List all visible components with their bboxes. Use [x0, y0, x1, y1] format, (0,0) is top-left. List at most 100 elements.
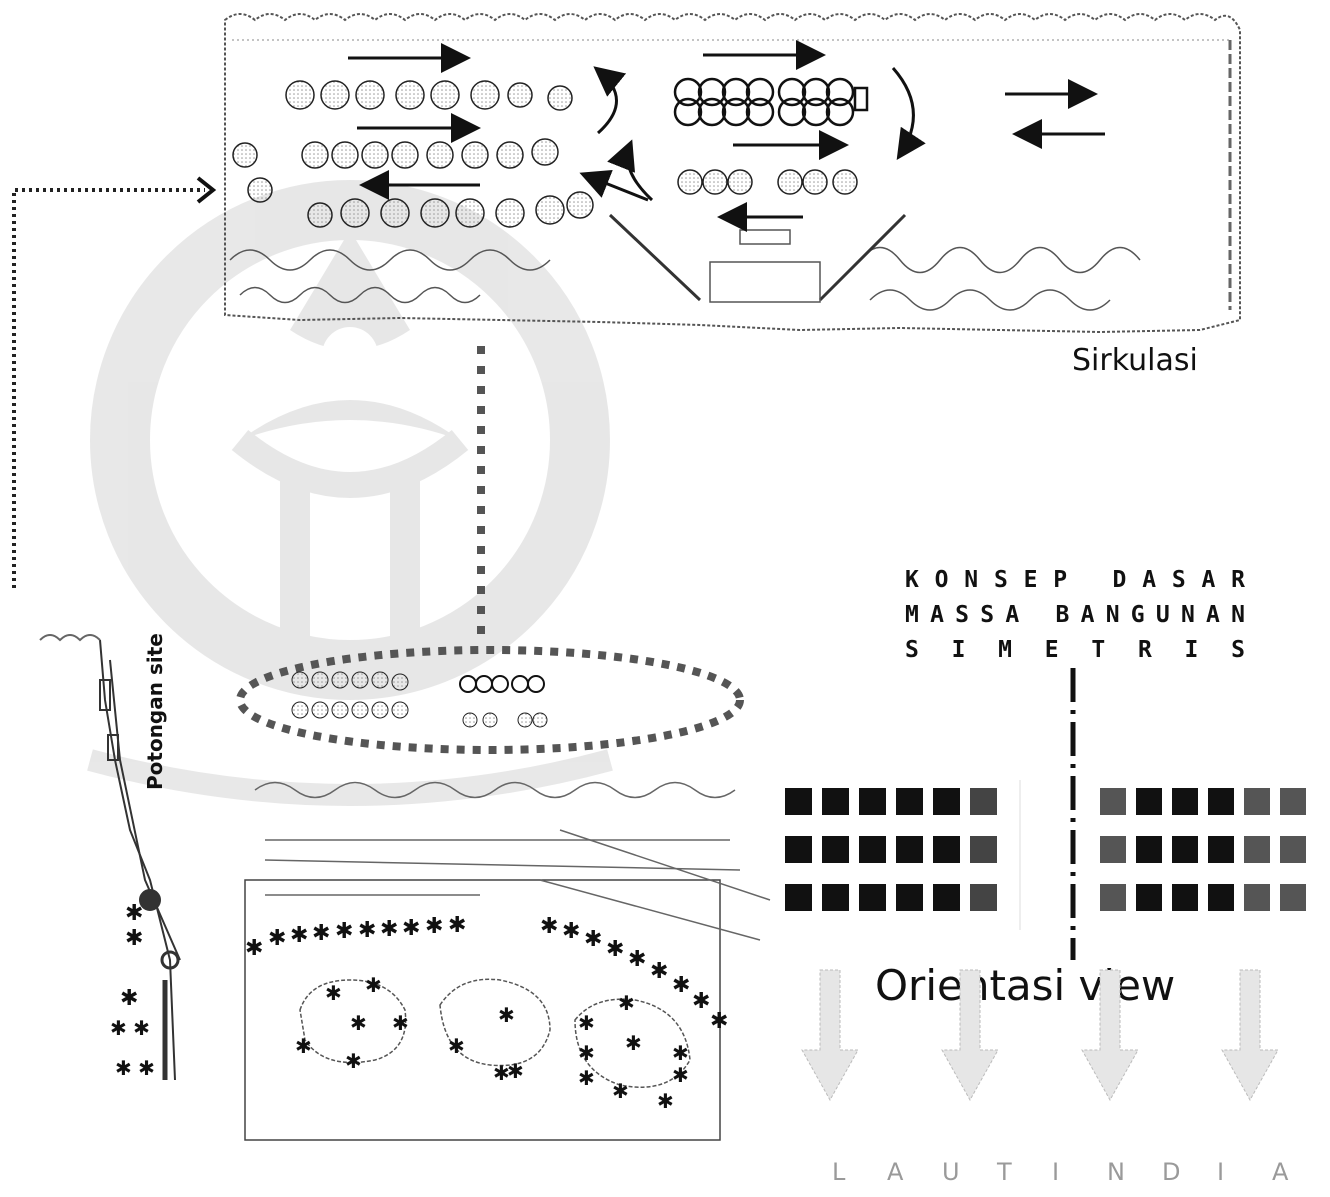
- mass-block: [1244, 788, 1270, 815]
- landscape-scribble: [229, 213, 1141, 311]
- mass-block: [1208, 884, 1234, 911]
- svg-text:✱: ✱: [335, 919, 353, 944]
- pool-cluster-a: [673, 77, 775, 127]
- svg-text:✱: ✱: [402, 916, 420, 941]
- mass-block: [859, 788, 886, 815]
- mass-block: [896, 884, 923, 911]
- sea-letter: I: [1217, 1158, 1226, 1186]
- mass-block: [933, 836, 960, 863]
- sea-letter: A: [1272, 1158, 1290, 1186]
- mass-block: [785, 836, 812, 863]
- svg-text:✱: ✱: [625, 1031, 642, 1055]
- mass-block: [1100, 884, 1126, 911]
- svg-text:✱: ✱: [358, 918, 376, 943]
- svg-text:✱: ✱: [498, 1003, 515, 1027]
- view-arrow: [1221, 969, 1279, 1102]
- mass-block: [1100, 836, 1126, 863]
- svg-text:✱: ✱: [245, 936, 263, 961]
- svg-text:✱: ✱: [350, 1011, 367, 1035]
- mass-block: [970, 788, 997, 815]
- svg-text:✱: ✱: [268, 926, 286, 951]
- square-dotted-line: [477, 346, 485, 634]
- svg-text:✱: ✱: [392, 1011, 409, 1035]
- mass-block: [1208, 788, 1234, 815]
- svg-text:✱: ✱: [380, 917, 398, 942]
- svg-text:✱: ✱: [312, 921, 330, 946]
- tree-row-3: [247, 177, 594, 228]
- mass-block: [822, 836, 849, 863]
- svg-text:✱: ✱: [584, 927, 602, 952]
- svg-text:✱: ✱: [578, 1066, 595, 1090]
- site-section-label: Potongan site: [143, 633, 167, 790]
- sea-letter: D: [1162, 1158, 1182, 1186]
- svg-text:✱: ✱: [612, 1079, 629, 1103]
- circulation-arrows: [348, 40, 1105, 232]
- mass-block: [1172, 836, 1198, 863]
- tree-row-2: [232, 138, 559, 169]
- svg-text:✱: ✱: [295, 1034, 312, 1058]
- sea-letter: U: [942, 1158, 962, 1186]
- mass-block: [785, 884, 812, 911]
- symmetric-mass-blocks: [785, 788, 1306, 911]
- mass-block: [1280, 836, 1306, 863]
- svg-text:✱: ✱: [345, 1049, 362, 1073]
- mass-block: [1172, 788, 1198, 815]
- svg-text:✱: ✱: [507, 1059, 524, 1083]
- svg-text:✱: ✱: [618, 991, 635, 1015]
- svg-text:✱: ✱: [578, 1011, 595, 1035]
- svg-text:✱: ✱: [290, 923, 308, 948]
- mass-block: [822, 884, 849, 911]
- concept-line-1: KONSEP DASAR: [905, 567, 1245, 593]
- svg-text:✱: ✱: [606, 937, 624, 962]
- mass-block: [1280, 884, 1306, 911]
- mass-block: [896, 836, 923, 863]
- tree-row-1: [285, 80, 573, 111]
- view-orientation-label: Orientasi view: [875, 961, 1175, 1010]
- mass-block: [1280, 788, 1306, 815]
- mass-block: [970, 836, 997, 863]
- pool-cluster-c: [677, 169, 858, 195]
- mass-block: [785, 788, 812, 815]
- svg-text:✱: ✱: [657, 1089, 674, 1113]
- svg-text:✱: ✱: [692, 989, 710, 1014]
- svg-text:✱: ✱: [125, 901, 143, 926]
- svg-text:✱: ✱: [650, 959, 668, 984]
- connector-arrowhead: [196, 176, 217, 204]
- mass-block: [896, 788, 923, 815]
- svg-text:✱: ✱: [672, 1041, 689, 1065]
- svg-text:✱: ✱: [710, 1009, 728, 1034]
- sea-letter: L: [832, 1158, 847, 1186]
- sea-letter: I: [1052, 1158, 1061, 1186]
- site-boundary: [224, 13, 1241, 334]
- mass-block: [1244, 836, 1270, 863]
- svg-text:✱: ✱: [540, 914, 558, 939]
- svg-text:✱: ✱: [325, 981, 342, 1005]
- mass-block: [1136, 836, 1162, 863]
- svg-text:✱: ✱: [578, 1041, 595, 1065]
- mass-block: [1100, 788, 1126, 815]
- mass-block: [859, 836, 886, 863]
- view-arrows: [801, 969, 1279, 1102]
- svg-text:✱: ✱: [628, 947, 646, 972]
- svg-text:✱: ✱: [425, 914, 443, 939]
- dotted-connector: [12, 188, 205, 588]
- circulation-plan: Sirkulasi: [224, 13, 1241, 378]
- site-plan: ✱✱✱✱ ✱✱✱✱ ✱✱ ✱✱✱✱ ✱✱✱✱ ✱ ✱✱✱✱ ✱✱ ✱✱✱✱ ✱✱…: [236, 646, 771, 1141]
- svg-text:✱: ✱: [448, 1034, 465, 1058]
- svg-text:✱: ✱: [672, 973, 690, 998]
- view-arrow: [1081, 969, 1139, 1102]
- sea-letter: A: [887, 1158, 905, 1186]
- sea-letter: T: [996, 1158, 1014, 1186]
- mass-block: [822, 788, 849, 815]
- view-arrow: [801, 969, 859, 1102]
- sea-letter: N: [1107, 1158, 1127, 1186]
- mass-block: [933, 884, 960, 911]
- svg-text:✱: ✱: [672, 1063, 689, 1087]
- concept-line-2: MASSA BANGUNAN: [905, 602, 1245, 628]
- concept-heading: KONSEP DASAR MASSA BANGUNAN SIMETRIS: [905, 567, 1245, 663]
- mass-block: [1244, 884, 1270, 911]
- circulation-loop: [236, 646, 744, 754]
- concept-line-3: SIMETRIS: [905, 637, 1245, 663]
- mass-block: [1136, 788, 1162, 815]
